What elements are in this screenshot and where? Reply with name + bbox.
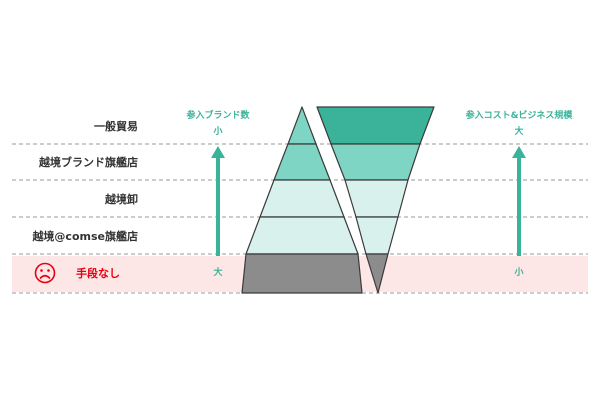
inverted-tier-comse-flagship: [355, 216, 399, 255]
entry-cost-inverted-pyramid: [316, 106, 435, 294]
right-axis-arrow: [512, 146, 526, 256]
row-label-wholesale: 越境卸: [105, 193, 138, 206]
inverted-tier-general-trade: [316, 106, 435, 145]
left-axis-arrow: [211, 146, 225, 256]
no-means-label: 手段なし: [76, 267, 120, 280]
brand-count-pyramid: [241, 106, 363, 294]
left-axis-title: 参入ブランド数: [186, 111, 250, 121]
right-axis-title: 参入コスト&ビジネス規模: [465, 111, 573, 121]
pyramid-tier-wholesale: [259, 179, 345, 218]
inverted-tier-wholesale: [344, 179, 409, 218]
left-axis-top-label: 小: [213, 127, 223, 137]
right-axis-bottom-label: 小: [514, 268, 524, 278]
row-label-comse-flagship: 越境@comse旗艦店: [32, 230, 138, 243]
pyramid-tier-comse-flagship: [245, 216, 359, 255]
row-label-general-trade: 一般貿易: [94, 120, 138, 133]
pyramid-tier-no-means: [241, 253, 363, 294]
sad-face-icon: [34, 262, 56, 284]
inverted-tier-no-means: [365, 253, 389, 294]
inverted-tier-brand-flagship: [330, 143, 421, 181]
right-axis-top-label: 大: [514, 127, 524, 137]
left-axis-bottom-label: 大: [213, 268, 223, 278]
pyramid-tier-general-trade: [287, 106, 317, 145]
row-label-brand-flagship: 越境ブランド旗艦店: [39, 156, 138, 169]
pyramid-tier-brand-flagship: [273, 143, 331, 181]
